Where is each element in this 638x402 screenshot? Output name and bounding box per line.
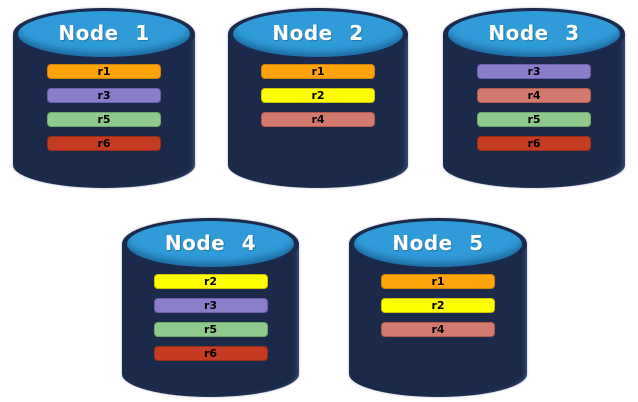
node-1-cylinder: Node 1 r1 r3 r5 r6 (13, 8, 195, 188)
replica-bar: r6 (477, 136, 591, 151)
node-label: Node 1 (58, 21, 150, 45)
replica-bar: r2 (381, 298, 495, 313)
replica-bar: r3 (47, 88, 161, 103)
replica-bar: r3 (477, 64, 591, 79)
replica-list: r2 r3 r5 r6 (122, 274, 299, 361)
replica-bar: r2 (261, 88, 375, 103)
cylinder-top-face (233, 11, 403, 57)
replica-bar: r5 (153, 322, 268, 337)
node-2-cylinder: Node 2 r1 r2 r4 (228, 8, 408, 188)
node-label: Node 5 (392, 231, 484, 255)
cylinder-top-rim (13, 8, 195, 60)
replica-bar: r5 (477, 112, 591, 127)
replica-bar: r4 (477, 88, 591, 103)
cylinder-top-rim (349, 218, 527, 270)
node-label: Node 4 (164, 231, 257, 255)
replica-bar: r1 (261, 64, 375, 79)
replica-list: r1 r3 r5 r6 (13, 64, 195, 151)
cylinder-top-face (448, 11, 620, 57)
replica-bar: r6 (47, 136, 161, 151)
node-4-cylinder: Node 4 r2 r3 r5 r6 (122, 218, 299, 397)
replica-bar: r4 (261, 112, 375, 127)
cylinder-top-face (354, 221, 522, 267)
replica-list: r3 r4 r5 r6 (443, 64, 625, 151)
node-label: Node 3 (488, 21, 580, 45)
replica-bar: r5 (47, 112, 161, 127)
node-3-cylinder: Node 3 r3 r4 r5 r6 (443, 8, 625, 188)
node-5-cylinder: Node 5 r1 r2 r4 (349, 218, 527, 397)
replica-bar: r6 (153, 346, 268, 361)
cylinder-top-rim (122, 218, 299, 270)
cylinder-top-rim (228, 8, 408, 60)
replica-bar: r4 (381, 322, 495, 337)
replica-bar: r1 (381, 274, 495, 289)
cylinder-top-rim (443, 8, 625, 60)
replica-bar: r1 (47, 64, 161, 79)
cylinder-top-face (127, 221, 294, 267)
replica-bar: r3 (153, 298, 268, 313)
replica-list: r1 r2 r4 (228, 64, 408, 127)
replica-bar: r2 (153, 274, 268, 289)
replica-list: r1 r2 r4 (349, 274, 527, 337)
node-label: Node 2 (272, 21, 364, 45)
cylinder-top-face (18, 11, 190, 57)
